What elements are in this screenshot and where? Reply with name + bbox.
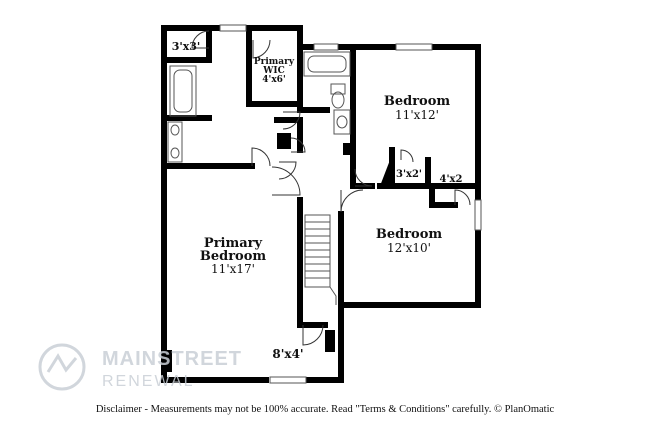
label-bedroom-lower: Bedroom: [376, 227, 443, 242]
label-primary-bedroom-line1: Primary: [204, 236, 263, 251]
door-hall-bath: [290, 137, 306, 153]
label-bedroom-upper: Bedroom: [384, 94, 451, 109]
label-primary-bedroom-dim: 11'x17': [211, 262, 255, 276]
door-primary-bedroom: [271, 166, 301, 196]
door-hall-left: [278, 161, 297, 180]
window-top-primary-bath: [219, 24, 247, 32]
sink-hall: [333, 109, 351, 135]
door-bedroom-lower: [340, 189, 364, 213]
door-primary-bath: [251, 147, 271, 167]
label-primary-bedroom-line2: Bedroom: [200, 249, 267, 264]
doors: [191, 30, 471, 346]
door-closet-4x2: [454, 189, 471, 206]
label-closet-8x4: 8'x4': [272, 347, 303, 361]
bathtub-hall: [303, 51, 351, 77]
label-wic-line1: Primary: [254, 57, 295, 67]
watermark: MAINSTREET RENEWAL: [38, 343, 242, 391]
watermark-logo-icon: [38, 343, 86, 391]
disclaimer-text: Disclaimer - Measurements may not be 100…: [96, 404, 555, 415]
window-right-bedroom: [474, 199, 482, 231]
door-hall-bath-upper: [282, 111, 301, 130]
door-closet-3x2: [400, 149, 414, 163]
fixtures: [167, 51, 351, 163]
door-closet-3x3: [191, 30, 210, 49]
room-labels: 3'x3' Primary WIC 4'x6' Bedroom 11'x12' …: [172, 40, 463, 361]
window-top-bedroom: [395, 43, 433, 51]
watermark-line2: RENEWAL: [102, 373, 195, 390]
label-bedroom-lower-dim: 12'x10': [387, 241, 431, 255]
label-closet-4x2: 4'x2: [440, 174, 463, 185]
door-bedroom-upper: [354, 168, 373, 187]
toilet-hall: [330, 83, 346, 95]
door-wic: [252, 39, 271, 59]
vanity-primary: [167, 121, 183, 163]
label-closet-3x2: 3'x2': [396, 169, 422, 180]
label-wic-dim: 4'x6': [262, 75, 285, 85]
label-bedroom-upper-dim: 11'x12': [395, 108, 439, 122]
windows: [219, 24, 482, 384]
watermark-line1: MAINSTREET: [102, 348, 242, 370]
window-top-hall-bath: [313, 43, 339, 51]
bathtub-primary: [169, 65, 197, 117]
window-bottom-primary: [269, 376, 307, 384]
label-closet-3x3: 3'x3': [172, 40, 201, 53]
walls: [161, 25, 481, 383]
label-wic-line2: WIC: [262, 66, 284, 76]
door-closet-8x4: [302, 324, 324, 346]
staircase: [304, 214, 337, 305]
wall-stubs: [162, 133, 392, 372]
